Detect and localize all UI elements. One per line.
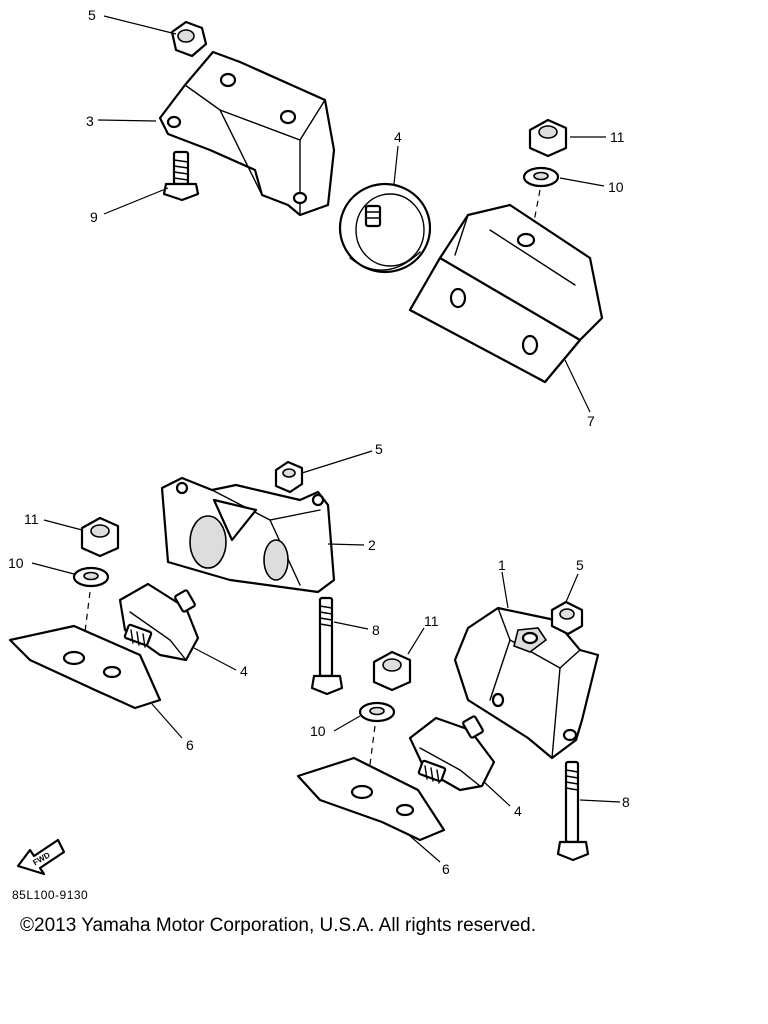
callout-9: 9: [90, 209, 98, 225]
nut-5-right: [552, 602, 582, 634]
rubber-mount-4-right: [410, 716, 494, 790]
washer-10-middle: [360, 703, 394, 721]
callout-5-top: 5: [88, 7, 96, 23]
callout-1: 1: [498, 557, 506, 573]
fwd-arrow-icon: FWD: [18, 840, 64, 874]
rubber-mount-4-left: [120, 584, 198, 660]
bolt-8-right: [558, 762, 588, 860]
bolt-9: [164, 152, 198, 200]
callout-6-right: 6: [442, 861, 450, 877]
callout-8-right: 8: [622, 794, 630, 810]
bracket-1: [455, 608, 598, 758]
washer-10-left: [74, 568, 108, 586]
callout-2: 2: [368, 537, 376, 553]
washer-10-top: [524, 168, 558, 186]
callout-10-top: 10: [608, 179, 624, 195]
callout-6-left: 6: [186, 737, 194, 753]
callout-8-middle: 8: [372, 622, 380, 638]
bracket-7: [410, 205, 602, 382]
nut-5-middle: [276, 462, 302, 492]
callout-11-top: 11: [610, 129, 625, 145]
plate-6-left: [10, 626, 160, 708]
callout-3: 3: [86, 113, 94, 129]
plate-6-right: [298, 758, 444, 840]
callout-7: 7: [587, 413, 595, 429]
leader-lines: [32, 16, 620, 862]
callout-4-top: 4: [394, 129, 402, 145]
nut-11-middle: [374, 652, 410, 690]
bracket-3: [160, 52, 334, 215]
callout-4-right: 4: [514, 803, 522, 819]
bracket-2: [162, 478, 334, 592]
callout-11-left: 11: [24, 511, 39, 527]
nut-5-top: [172, 22, 206, 56]
callout-4-left: 4: [240, 663, 248, 679]
diagram-code: 85L100-9130: [12, 888, 89, 902]
nut-11-left: [82, 518, 118, 556]
callout-10-middle: 10: [310, 723, 326, 739]
callout-11-middle: 11: [424, 613, 439, 629]
nut-11-top: [530, 120, 566, 156]
copyright-notice: ©2013 Yamaha Motor Corporation, U.S.A. A…: [20, 915, 536, 936]
callout-5-right: 5: [576, 557, 584, 573]
callout-5-middle: 5: [375, 441, 383, 457]
bolt-8-middle: [312, 598, 342, 694]
callout-10-left: 10: [8, 555, 24, 571]
rubber-mount-4-top: [340, 184, 430, 272]
